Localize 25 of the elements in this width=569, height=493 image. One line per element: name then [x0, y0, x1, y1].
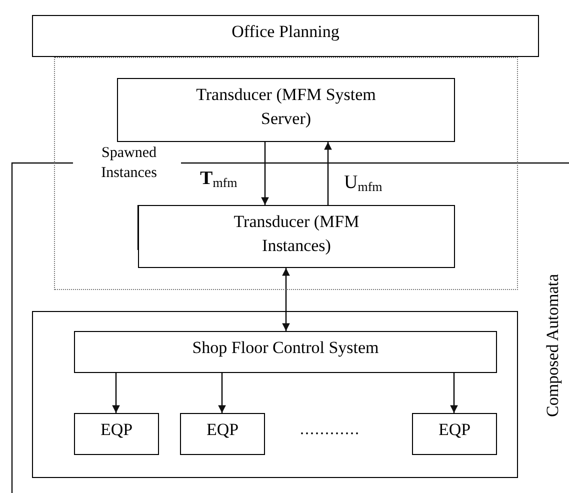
process-box — [138, 205, 455, 268]
process-box — [180, 413, 265, 455]
edge-label: T$_{mfm}$ — [200, 168, 238, 190]
container-box — [32, 311, 518, 478]
arrow — [218, 373, 226, 413]
node-text: Transducer (MFM Instances) — [232, 211, 360, 257]
node-text: EQP — [99, 419, 134, 441]
node-text: Office Planning — [230, 21, 340, 43]
node-text: Shop Floor Control System — [191, 337, 380, 359]
process-box — [412, 413, 497, 455]
arrow — [282, 268, 290, 331]
node-text: EQP — [205, 419, 240, 441]
arrow — [450, 373, 458, 413]
process-box — [74, 331, 497, 373]
arrow — [324, 142, 332, 205]
side-label: Composed Automata — [542, 272, 563, 419]
process-box — [74, 413, 159, 455]
process-box — [117, 78, 455, 142]
arrow — [261, 142, 269, 205]
node-text: Transducer (MFM System Server) — [195, 84, 377, 130]
node-text: EQP — [437, 419, 472, 441]
ellipsis-label: ............ — [300, 420, 360, 440]
edge-label: U$_{mfm}$ — [344, 172, 382, 194]
arrow — [112, 373, 120, 413]
process-box — [32, 15, 539, 57]
